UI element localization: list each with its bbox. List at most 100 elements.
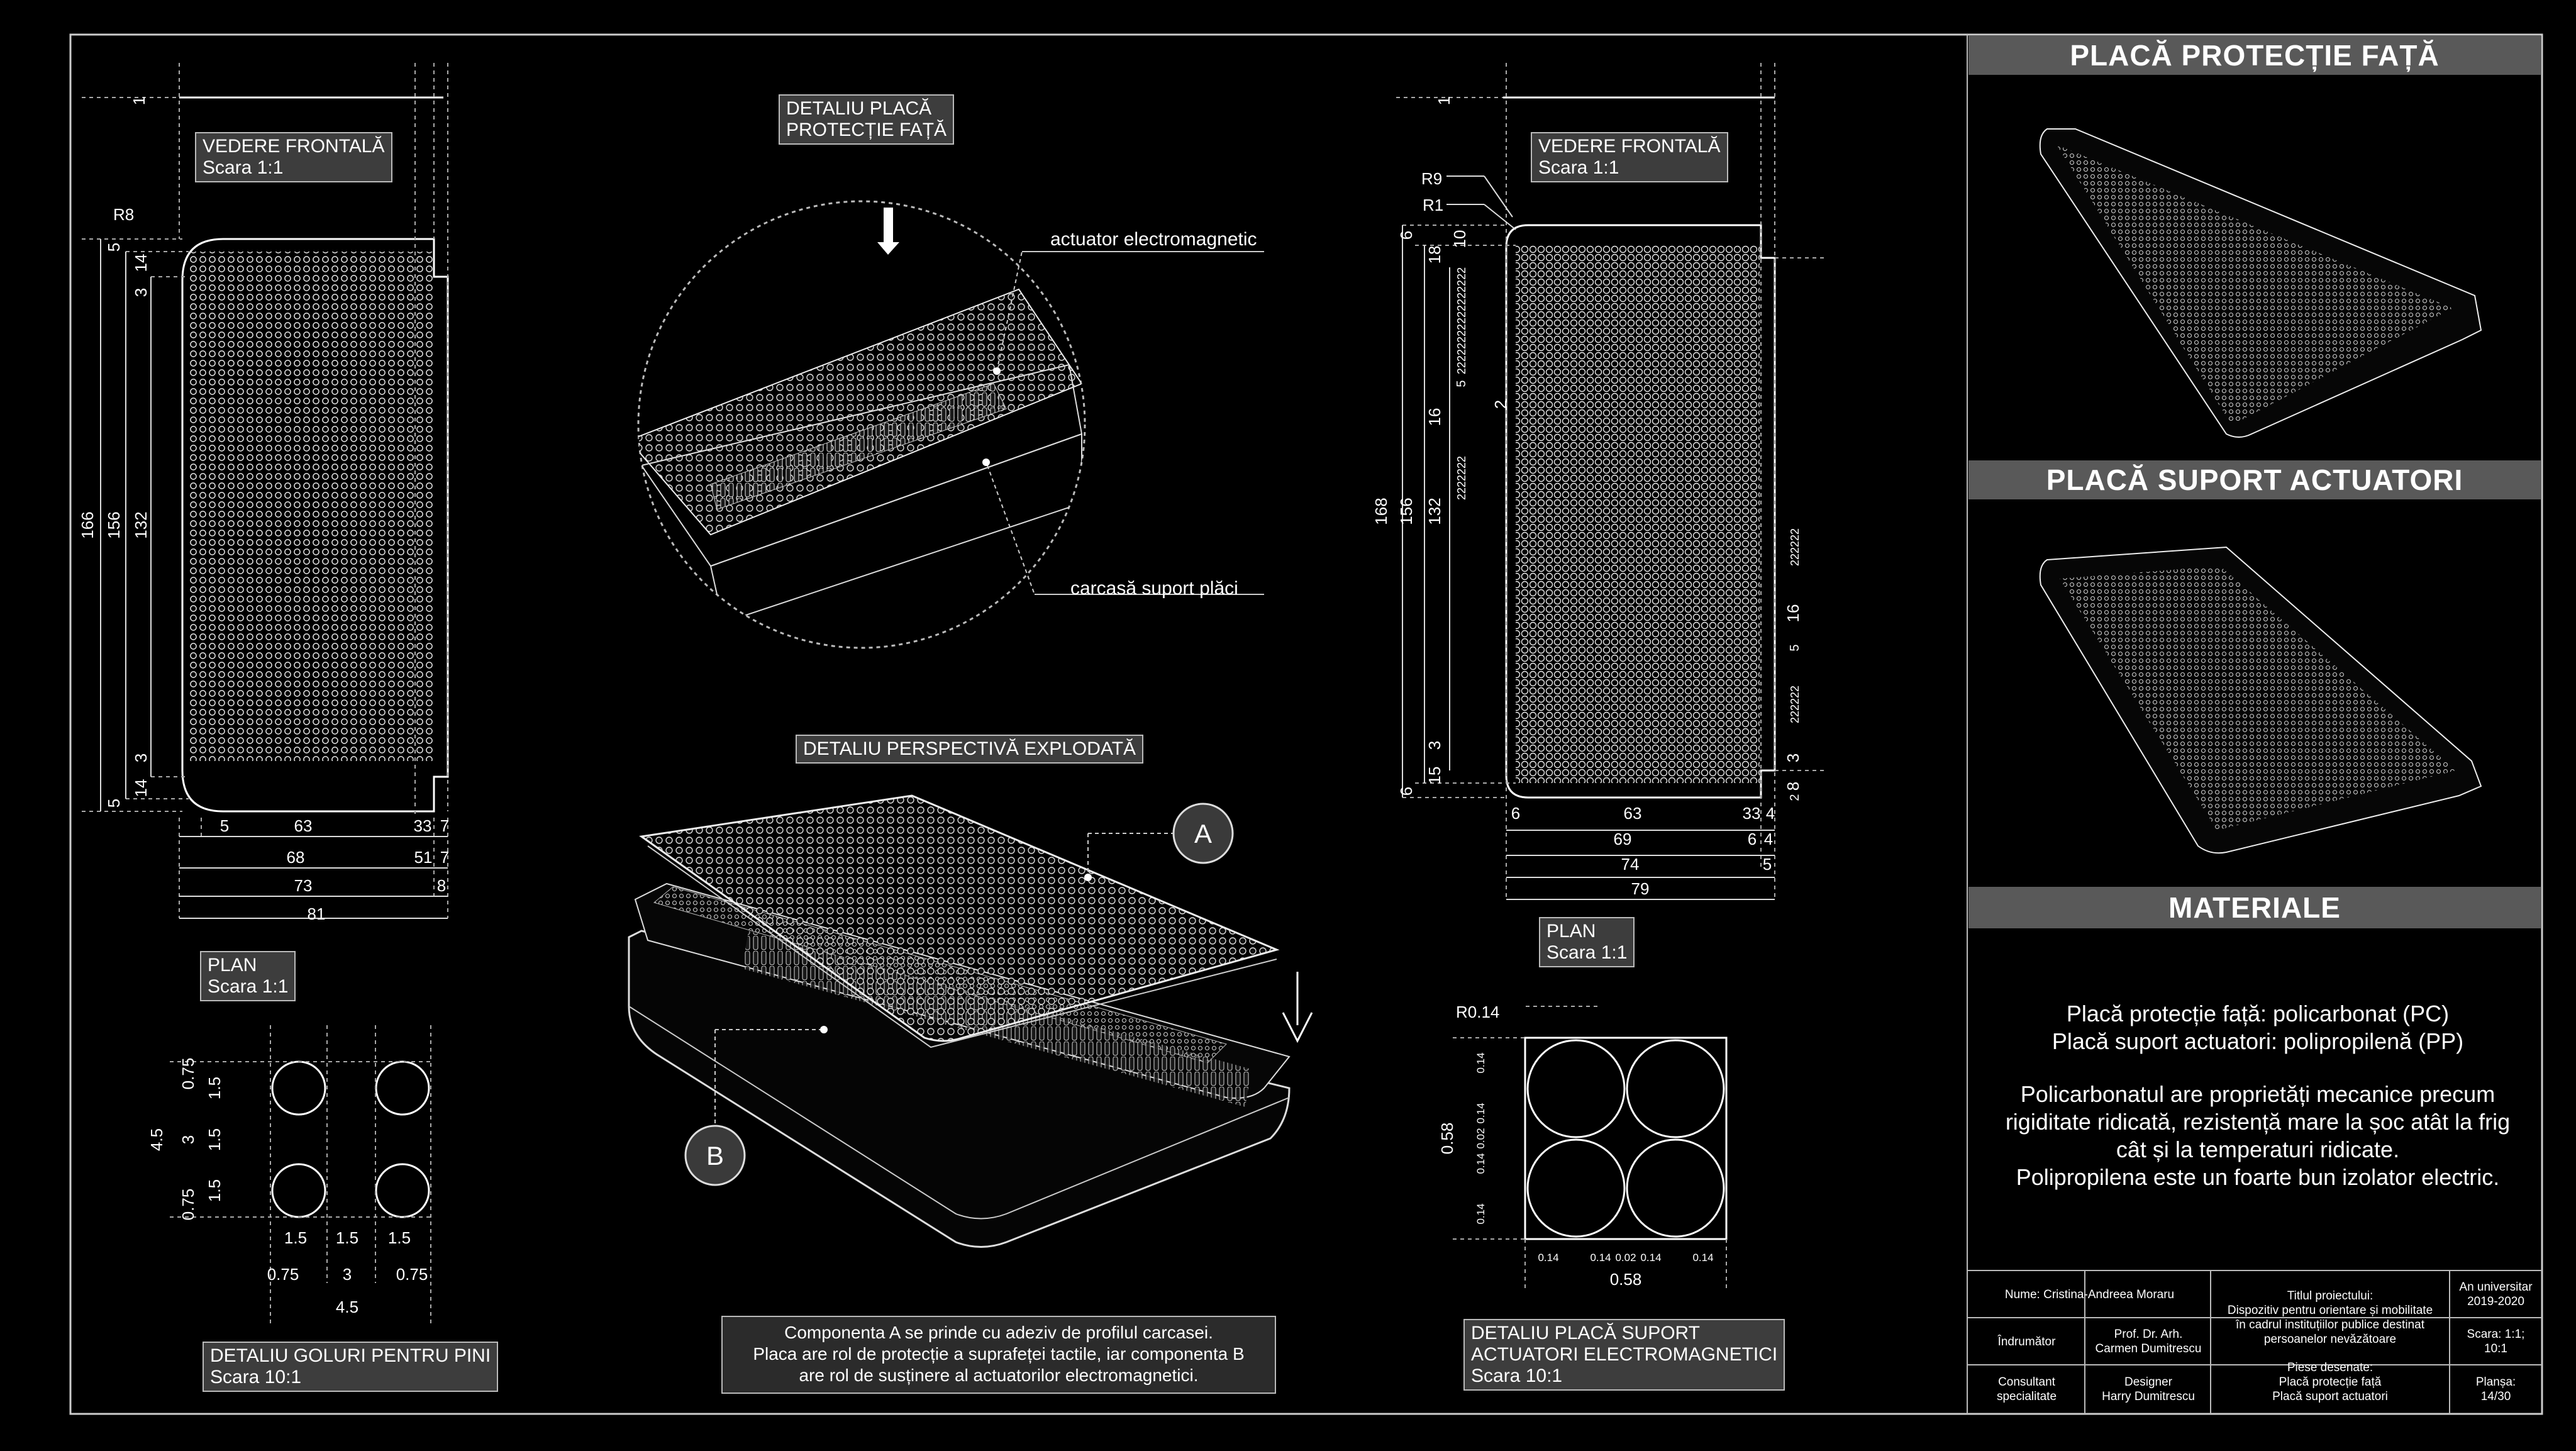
plan-left-label: PLAN Scara 1:1 (200, 951, 296, 1001)
left-frontal-dimension-lines (82, 63, 448, 918)
dim-holes-075a: 0.75 (179, 1058, 197, 1090)
front-plate-perspective (2039, 128, 2482, 438)
right-frontal-view (1503, 96, 1776, 799)
tb-coordinator-label: Îndrumător (1968, 1319, 2085, 1364)
plan-right-label: PLAN Scara 1:1 (1539, 917, 1635, 967)
callout-housing: carcasă suport plăci (1070, 578, 1238, 599)
dim-right-run-b: 2222222 (1455, 456, 1468, 500)
plan-right-title: PLAN (1546, 921, 1596, 942)
holes-detail-label: DETALIU GOLURI PENTRU PINI Scara 10:1 (203, 1342, 499, 1392)
dim-right-3: 3 (1425, 741, 1444, 750)
dim-right-6b: 6 (1397, 787, 1416, 796)
dim-right-16a: 16 (1425, 408, 1444, 426)
note-line-2: Placa are rol de protecție a suprafeței … (753, 1344, 1244, 1364)
dim-left-h81: 81 (308, 904, 326, 923)
plan-left-title: PLAN (208, 955, 257, 976)
dim-right-h33: 33 (1743, 804, 1761, 823)
tb-sheet-value: 14/30 (2480, 1390, 2511, 1403)
holes-detail-title: DETALIU GOLURI PENTRU PINI (210, 1345, 491, 1366)
holes-detail-scale: Scara 10:1 (210, 1367, 302, 1387)
dim-left-166: 166 (78, 511, 97, 538)
front-plate-detail-line-1: DETALIU PLACĂ (786, 98, 932, 119)
tb-year: An universitar 2019-2020 (2451, 1272, 2541, 1317)
dim-right-15: 15 (1425, 767, 1444, 785)
dim-act-h002: 0.02 (1615, 1252, 1636, 1264)
dim-left-3a: 3 (131, 288, 150, 297)
front-plate-detail-label: DETALIU PLACĂ PROTECȚIE FAȚĂ (779, 94, 955, 145)
dim-left-h51: 51 (414, 848, 433, 867)
dim-right-h74: 74 (1621, 855, 1640, 874)
dim-left-5a: 5 (104, 243, 123, 252)
dim-right-h6b: 6 (1748, 830, 1757, 848)
front-plate-circular-detail (637, 200, 1264, 649)
dim-act-v014a: 0.14 (1475, 1052, 1487, 1073)
dim-right-132: 132 (1425, 498, 1444, 525)
right-dimension-texts: 1 R9 R1 168 156 132 6 18 10 222222222222… (1372, 96, 1802, 898)
dim-right-top-gap: 1 (1435, 96, 1453, 105)
dim-left-h63: 63 (294, 816, 313, 835)
dim-holes-h075b: 0.75 (396, 1265, 428, 1284)
dim-holes-h15c: 1.5 (388, 1228, 411, 1247)
tb-drawn-pieces: Piese desenate: Placă protecție față Pla… (2212, 1351, 2448, 1413)
sheet-border (69, 33, 2543, 1415)
frontal-right-label: VEDERE FRONTALĂ Scara 1:1 (1531, 132, 1728, 182)
note-box (721, 1316, 1276, 1394)
dim-right-18: 18 (1425, 246, 1444, 264)
tb-consultant: Consultant specialitate (1968, 1366, 2085, 1413)
dim-right-3b: 3 (1784, 753, 1802, 762)
dim-holes-h075a: 0.75 (267, 1265, 299, 1284)
tb-drawn-line-1: Placă protecție față (2279, 1375, 2382, 1389)
tb-sheet-label: Planșa: (2475, 1376, 2516, 1389)
tb-scale-line-1: Scara: 1:1; (2467, 1328, 2525, 1341)
tb-year-label: An universitar (2459, 1281, 2533, 1294)
callout-texts: actuator electromagnetic carcasă suport … (706, 229, 1257, 1170)
materials-line-4: rigiditate ridicată, rezistență mare la … (2005, 1109, 2511, 1135)
left-dimension-texts: 1 R8 166 156 132 5 14 3 3 14 5 5 63 33 7… (78, 96, 449, 923)
dim-holes-h15b: 1.5 (336, 1228, 358, 1247)
materials-line-5: cât și la temperaturi ridicate. (2116, 1137, 2400, 1162)
dim-right-h6: 6 (1511, 804, 1520, 823)
dim-left-14a: 14 (131, 254, 150, 272)
dim-left-156: 156 (104, 511, 123, 538)
callout-b-letter: B (706, 1141, 724, 1170)
dim-left-5b: 5 (104, 799, 123, 808)
dim-right-8: 8 (1784, 782, 1802, 791)
tb-designer-line-2: Harry Dumitrescu (2102, 1390, 2195, 1403)
tb-coordinator: Prof. Dr. Arh. Carmen Dumitrescu (2086, 1319, 2211, 1364)
dim-left-h8: 8 (437, 876, 446, 895)
dim-left-h5: 5 (220, 816, 229, 835)
panel-title-front-plate: PLACĂ PROTECȚIE FAȚĂ (1968, 36, 2541, 75)
dim-left-radius: R8 (113, 205, 134, 224)
dim-right-2c: 2 (1788, 794, 1802, 801)
tb-project: Titlul proiectului: Dispozitiv pentru or… (2212, 1272, 2448, 1364)
support-plate-perspective (2039, 546, 2482, 854)
tb-drawn-label: Piese desenate: (2287, 1360, 2373, 1374)
materials-text: Placă protecție față: policarbonat (PC) … (1968, 1000, 2547, 1191)
tb-project-line-2: în cadrul instituțiilor publice destinat (2236, 1318, 2424, 1331)
tb-name-text: Nume: Cristina-Andreea Moraru (2004, 1287, 2175, 1301)
holes-detail-drawing (271, 1060, 430, 1218)
dim-act-h014d: 0.14 (1692, 1252, 1713, 1264)
tb-coordinator-label-text: Îndrumător (1997, 1335, 2056, 1348)
dim-right-5b: 5 (1788, 644, 1802, 651)
tb-coordinator-line-2: Carmen Dumitrescu (2095, 1342, 2202, 1355)
exploded-detail-label: DETALIU PERSPECTIVĂ EXPLODATĂ (796, 735, 1144, 764)
dim-right-156: 156 (1397, 498, 1416, 525)
callout-actuator: actuator electromagnetic (1050, 229, 1257, 250)
dim-act-h014c: 0.14 (1640, 1252, 1661, 1264)
dim-right-168: 168 (1372, 498, 1391, 525)
tb-project-line-3: persoanelor nevăzătoare (2263, 1333, 2397, 1346)
dim-act-v014b: 0.14 (1475, 1103, 1487, 1123)
dim-right-h79: 79 (1631, 879, 1650, 898)
actuator-dimension-texts: R0.14 0.58 0.14 0.14 0.02 0.14 0.14 0.14… (1438, 1003, 1714, 1289)
tb-name: Nume: Cristina-Andreea Moraru (1968, 1272, 2211, 1317)
materials-line-1: Placă protecție față: policarbonat (PC) (2066, 1001, 2450, 1026)
tb-consultant-line-1: Consultant (1998, 1376, 2055, 1389)
dim-holes-15c: 1.5 (205, 1179, 224, 1202)
tb-coordinator-line-1: Prof. Dr. Arh. (2114, 1328, 2183, 1341)
left-frontal-dim-arrows (100, 239, 448, 919)
dim-left-14b: 14 (131, 779, 150, 798)
dim-right-run-a: 22222222222222222 (1455, 267, 1468, 374)
dim-right-16b: 16 (1784, 604, 1802, 623)
